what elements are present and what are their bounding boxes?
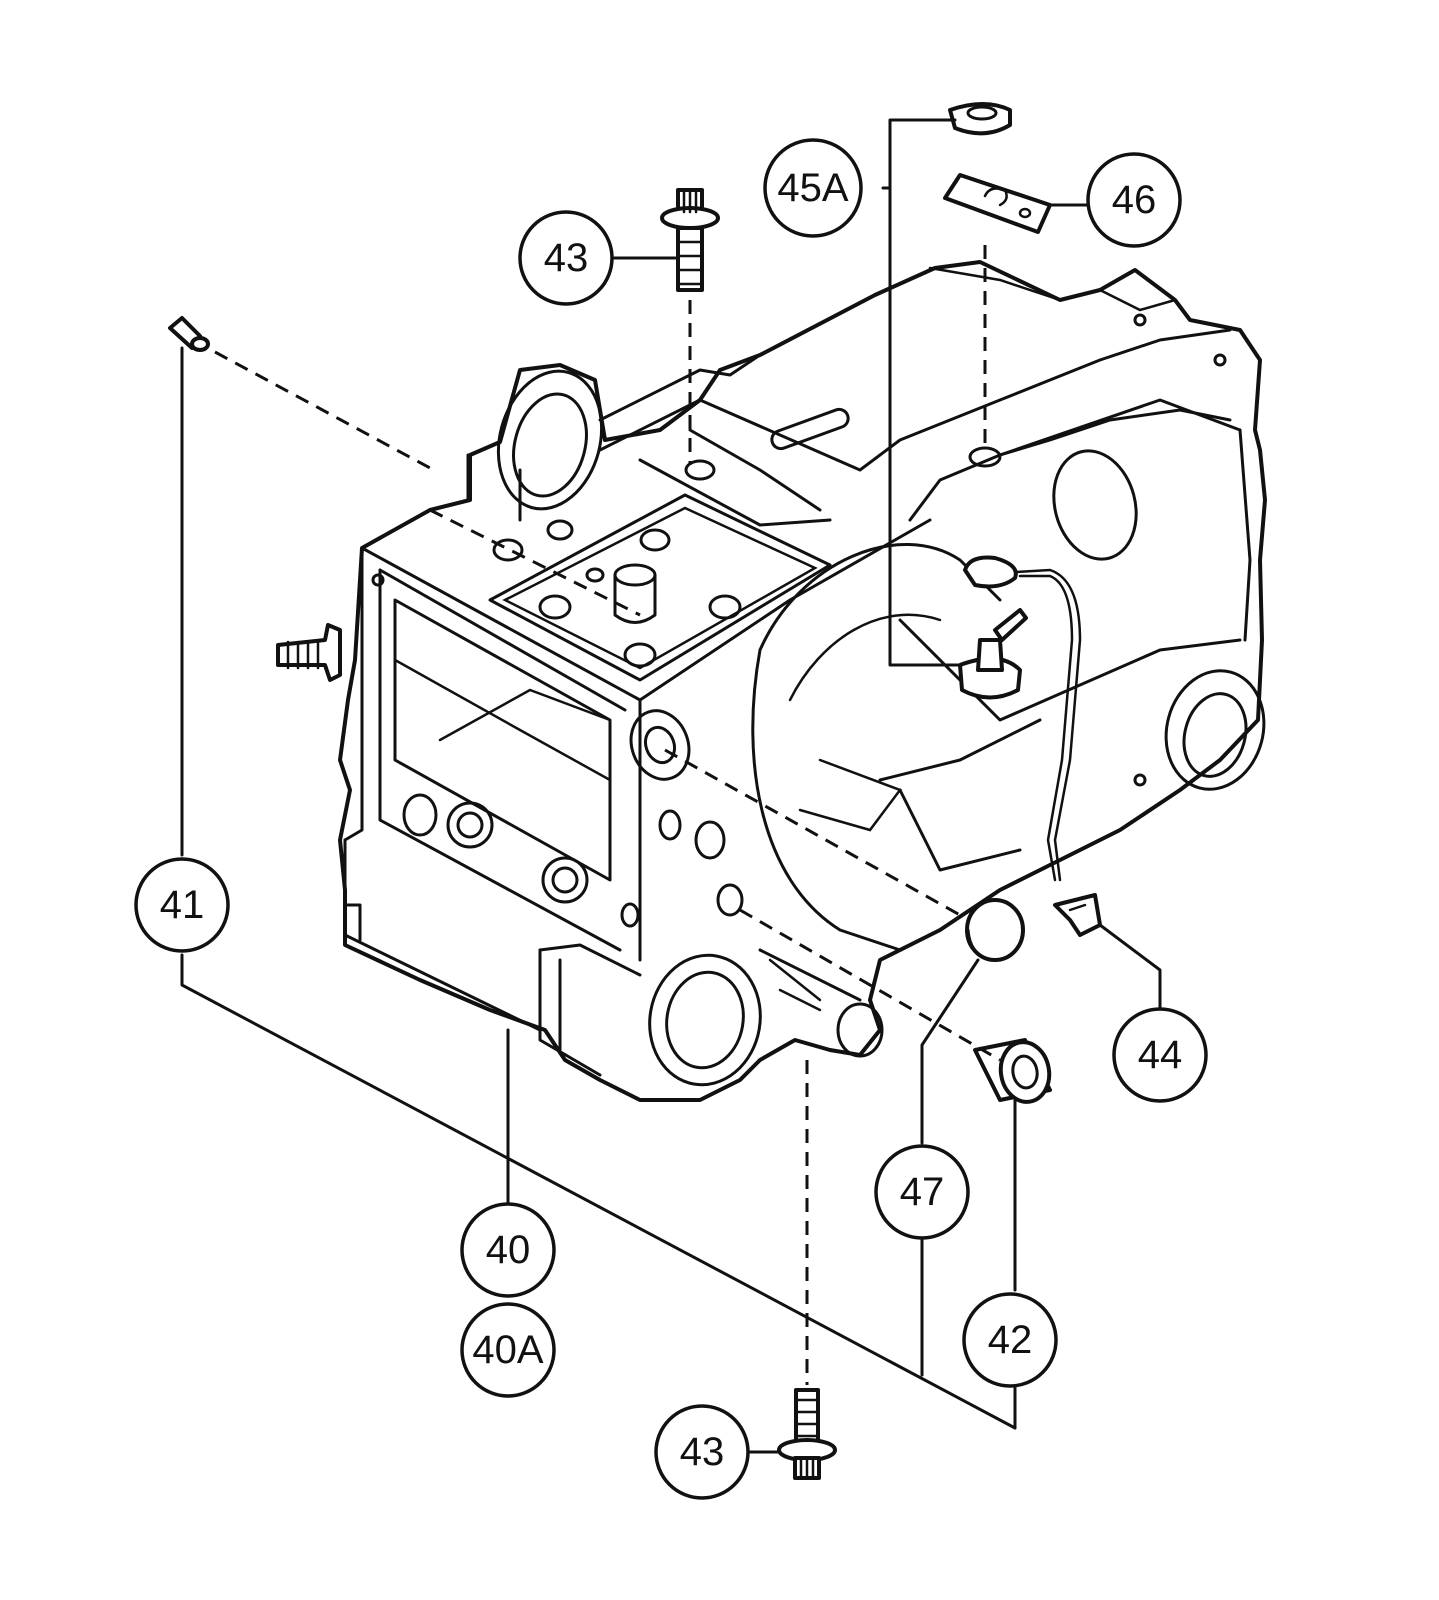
nut-part: [948, 102, 1012, 136]
callout-47: 47: [874, 1144, 970, 1240]
callout-41: 41: [134, 857, 230, 953]
grease-nipple-part: [168, 316, 210, 352]
callout-45A: 45A: [763, 138, 863, 238]
callout-42: 42: [962, 1292, 1058, 1388]
bolt-bottom-part: [777, 1388, 837, 1480]
crankcase-housing: [276, 260, 1267, 1102]
callout-45A-label: 45A: [777, 166, 848, 210]
callout-40: 40: [460, 1202, 556, 1298]
clip-part: [1053, 893, 1102, 937]
callout-46: 46: [1086, 152, 1182, 248]
callout-40A: 40A: [460, 1302, 556, 1398]
callout-43-bottom-label: 43: [680, 1430, 725, 1474]
callout-43-top-label: 43: [544, 236, 589, 280]
plug-part: [965, 898, 1025, 962]
callout-47-label: 47: [900, 1170, 945, 1214]
leader-lines: [180, 118, 1162, 1454]
callout-43-top: 43: [518, 210, 614, 306]
callout-41-label: 41: [160, 883, 205, 927]
callout-40A-label: 40A: [472, 1328, 543, 1372]
callout-46-label: 46: [1112, 178, 1157, 222]
bolt-top-part: [660, 188, 720, 292]
callout-42-label: 42: [988, 1318, 1033, 1362]
bushing-part: [973, 1038, 1052, 1104]
callout-44-label: 44: [1138, 1033, 1183, 1077]
callout-40-label: 40: [486, 1228, 531, 1272]
callout-44: 44: [1112, 1007, 1208, 1103]
plate-part: [943, 173, 1052, 234]
callout-43-bottom: 43: [654, 1404, 750, 1500]
